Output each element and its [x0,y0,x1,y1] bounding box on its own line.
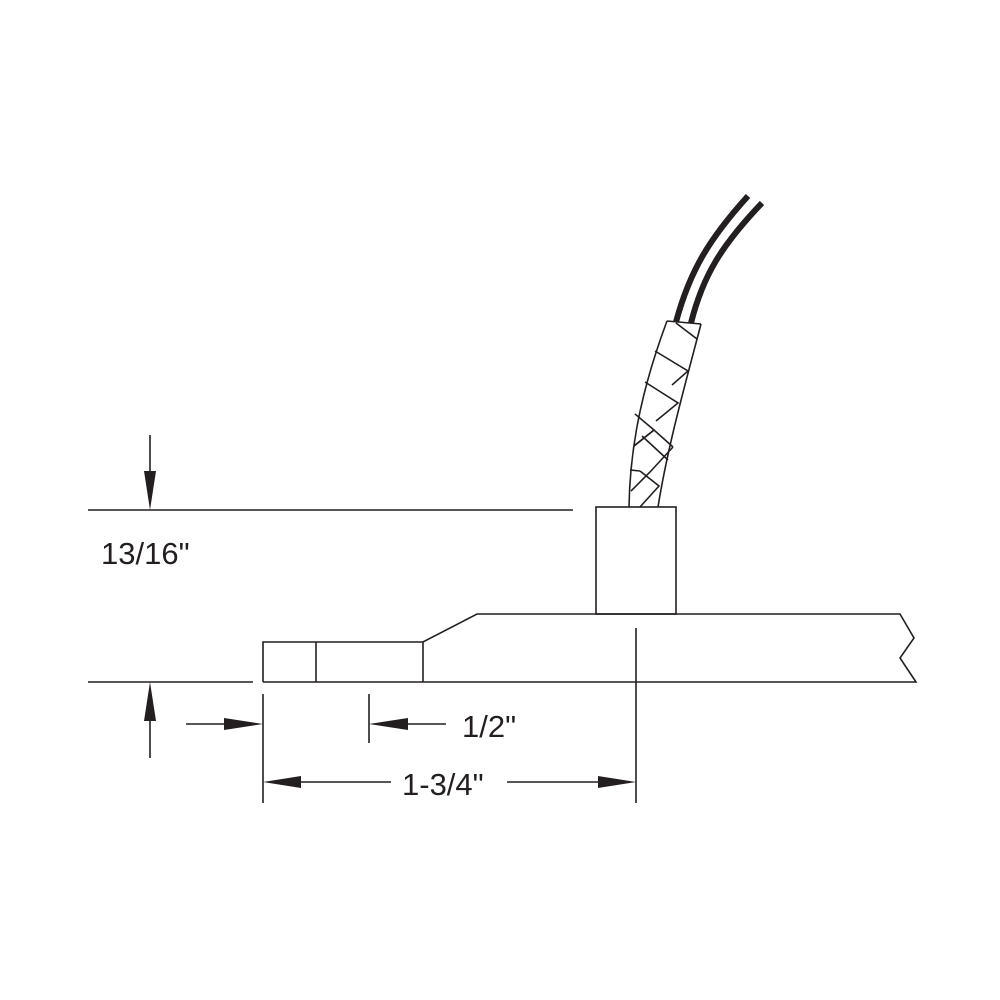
overall-length-dimension-label: 1-3/4" [402,767,484,802]
arrowheads [144,471,636,788]
dimension-lines [149,435,598,783]
extension-lines [88,509,637,803]
braid-pattern [641,435,669,461]
braid-pattern [630,446,674,492]
arrow-left-icon [369,718,408,730]
braid-pattern [629,469,641,472]
arrow-right-icon [224,718,263,730]
probe-body [262,613,918,683]
sleeve-top-edge [666,320,702,325]
braided-sleeve [628,320,702,508]
braid-pattern [654,350,690,386]
arrow-up-icon [144,682,156,721]
arrow-left-icon [263,776,301,788]
braid-pattern [633,428,674,448]
probe-outline-top [262,613,918,683]
braid-pattern [644,381,680,422]
height-dimension-label: 13/16" [101,536,190,571]
lead-wire-left [673,193,751,323]
braid-pattern [639,470,661,508]
tip-length-dimension-label: 1/2" [462,709,517,744]
braid-pattern [675,322,698,340]
arrow-down-icon [144,471,156,510]
lead-wires [673,193,765,324]
arrow-right-icon [598,776,636,788]
sleeve-right-edge [657,323,702,508]
strain-relief-block [595,506,677,615]
sleeve-left-edge [628,320,668,508]
lead-wire-right [688,200,765,324]
